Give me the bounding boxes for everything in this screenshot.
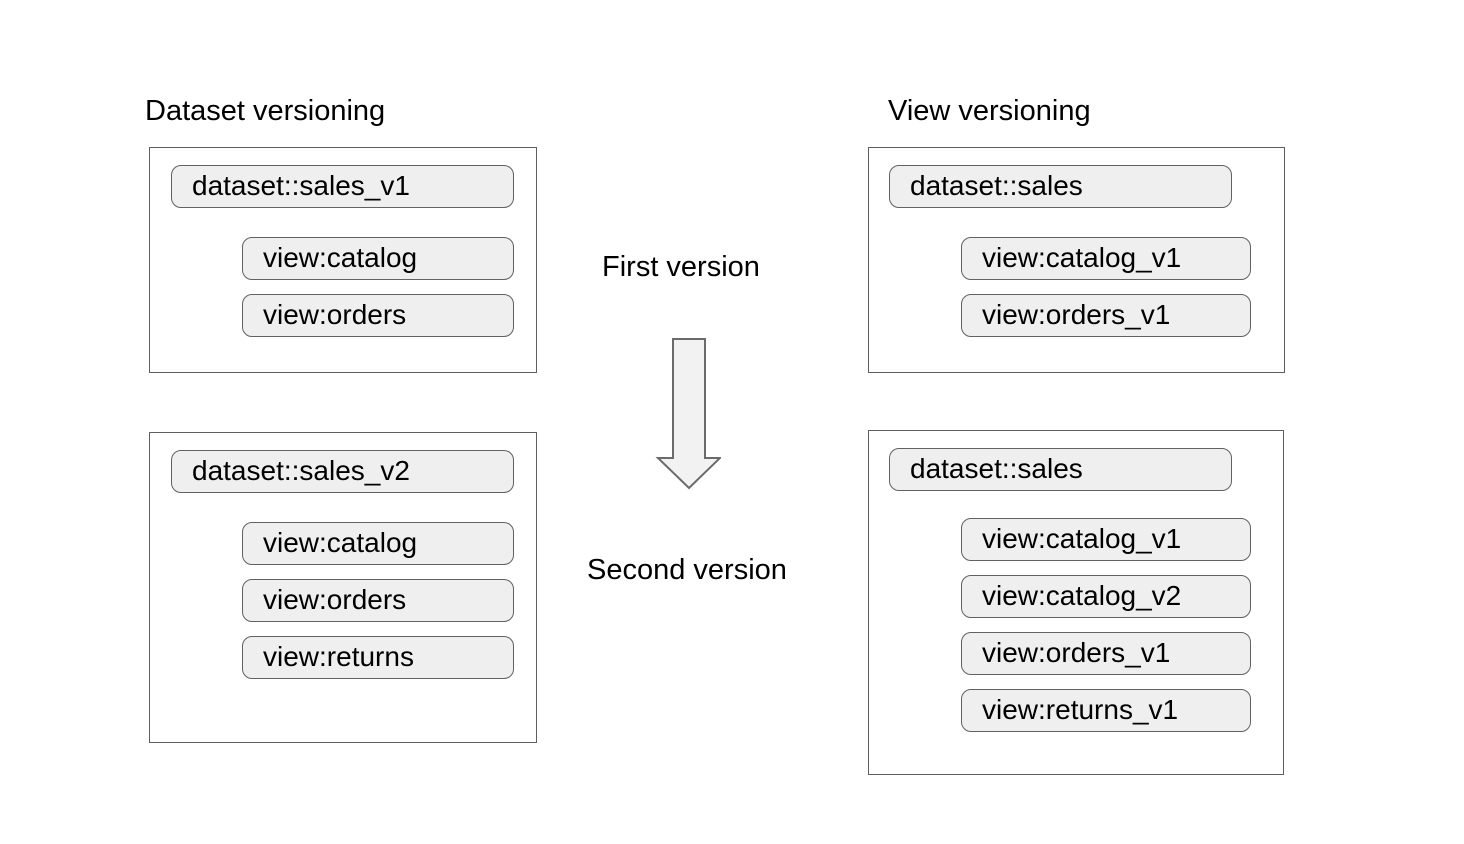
view-pill: view:returns — [242, 636, 514, 679]
view-pill: view:orders_v1 — [961, 632, 1251, 675]
dataset-pill: dataset::sales_v2 — [171, 450, 514, 493]
dataset-pill: dataset::sales — [889, 165, 1232, 208]
view-pill: view:orders — [242, 579, 514, 622]
dataset-versioning-second-box: dataset::sales_v2 view:catalog view:orde… — [149, 432, 537, 743]
dataset-pill: dataset::sales — [889, 448, 1232, 491]
view-pill: view:orders — [242, 294, 514, 337]
view-versioning-title: View versioning — [888, 95, 1091, 127]
view-pill: view:returns_v1 — [961, 689, 1251, 732]
view-pill: view:catalog — [242, 237, 514, 280]
view-pill: view:catalog_v1 — [961, 237, 1251, 280]
view-pill: view:orders_v1 — [961, 294, 1251, 337]
view-versioning-second-box: dataset::sales view:catalog_v1 view:cata… — [868, 430, 1284, 775]
dataset-pill: dataset::sales_v1 — [171, 165, 514, 208]
dataset-versioning-first-box: dataset::sales_v1 view:catalog view:orde… — [149, 147, 537, 373]
view-versioning-first-box: dataset::sales view:catalog_v1 view:orde… — [868, 147, 1285, 373]
view-pill: view:catalog — [242, 522, 514, 565]
second-version-label: Second version — [587, 554, 787, 586]
dataset-versioning-title: Dataset versioning — [145, 95, 386, 127]
view-pill: view:catalog_v1 — [961, 518, 1251, 561]
down-arrow-icon — [655, 338, 723, 490]
first-version-label: First version — [602, 251, 760, 283]
view-pill: view:catalog_v2 — [961, 575, 1251, 618]
